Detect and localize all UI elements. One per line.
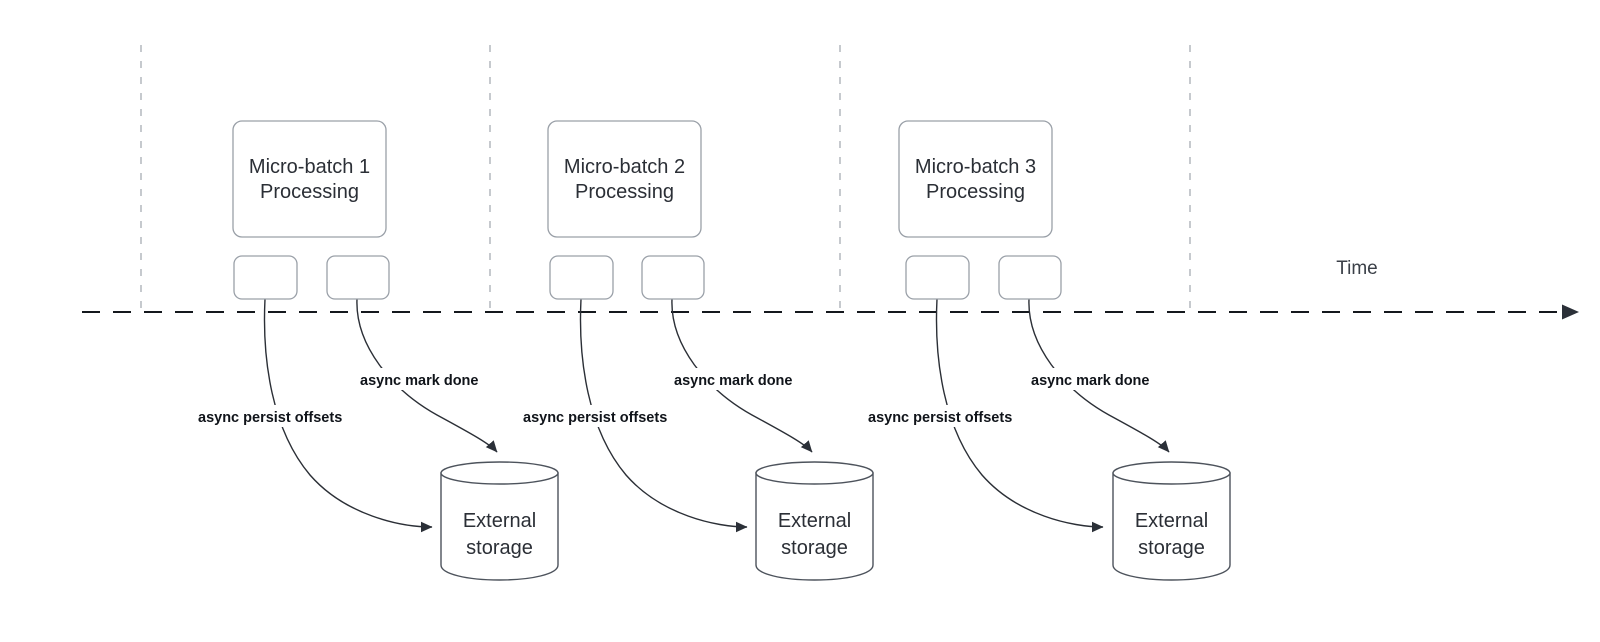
batch-3-processing-title-line1: Micro-batch 3 [915, 156, 1036, 178]
batch-2-persist-curve [579, 298, 748, 533]
batch-1-processing-title-line2: Processing [260, 181, 359, 203]
batch-3-mark-done-label-group: async mark done [1029, 368, 1173, 390]
batch-2-storage-body[interactable] [755, 472, 874, 581]
batch-1-mark-done-rect[interactable] [326, 255, 390, 300]
batch-3-mark-done-label-bg [1029, 368, 1173, 390]
batch-1-mark-done-label-bg [358, 368, 502, 390]
batch-3-external-storage[interactable]: External storage [1112, 461, 1231, 581]
batch-2-mark-done-marker[interactable] [641, 255, 705, 300]
batch-1-storage-label-line1: External [463, 510, 536, 532]
batch-2-persist-marker[interactable] [549, 255, 614, 300]
batch-2-mark-done-label-group: async mark done [672, 368, 816, 390]
batch-3-persist-curve [935, 298, 1104, 533]
batch-1-persist-label: async persist offsets [198, 410, 342, 426]
batch-3-processing-node[interactable]: Micro-batch 3 Processing [898, 120, 1053, 238]
batch-3-storage-label-line1: External [1135, 510, 1208, 532]
batch-1-persist-curve [263, 298, 433, 533]
batch-3-storage-label-line2: storage [1138, 537, 1205, 559]
batch-3-mark-done-curve [1028, 298, 1170, 453]
batch-1-mark-done-marker[interactable] [326, 255, 390, 300]
batch-2-mark-done-curve [671, 298, 813, 453]
timeline-time-label: Time [1336, 258, 1378, 279]
batch-3-storage-body[interactable] [1112, 472, 1231, 581]
timeline-axis: Time [82, 258, 1579, 320]
batch-2-persist-label: async persist offsets [523, 410, 667, 426]
batch-3-storage-top [1112, 461, 1231, 485]
batch-3-mark-done-rect[interactable] [998, 255, 1062, 300]
batch-2-processing-title-line1: Micro-batch 2 [564, 156, 685, 178]
batch-2-persist-rect[interactable] [549, 255, 614, 300]
arrow-right-icon [1562, 304, 1579, 320]
batch-2-persist-label-bg [521, 405, 699, 427]
batch-3-processing-title-line2: Processing [926, 181, 1025, 203]
batch-2-persist-label-group: async persist offsets [521, 405, 699, 427]
batch-2-storage-top [755, 461, 874, 485]
batch-1-processing-title-line1: Micro-batch 1 [249, 156, 370, 178]
batch-3-persist-marker[interactable] [905, 255, 970, 300]
batch-1-persist-marker[interactable] [233, 255, 298, 300]
batch-2-mark-done-label: async mark done [674, 373, 792, 389]
batch-2-storage-label-line2: storage [781, 537, 848, 559]
batch-1-storage-label-line2: storage [466, 537, 533, 559]
timeline-tick-lines [140, 45, 1191, 312]
batch-3-persist-label-bg [866, 405, 1044, 427]
batch-1-storage-top [440, 461, 559, 485]
batch-3-persist-label-group: async persist offsets [866, 405, 1044, 427]
batch-2-storage-label-line1: External [778, 510, 851, 532]
batch-1-mark-done-label-group: async mark done [358, 368, 502, 390]
batch-1-persist-rect[interactable] [233, 255, 298, 300]
batch-2-mark-done-rect[interactable] [641, 255, 705, 300]
batch-1-storage-body[interactable] [440, 472, 559, 581]
batch-1-mark-done-label: async mark done [360, 373, 478, 389]
batch-3-mark-done-marker[interactable] [998, 255, 1062, 300]
batch-2-processing-rect[interactable] [547, 120, 702, 238]
batch-3-persist-rect[interactable] [905, 255, 970, 300]
batch-2-processing-node[interactable]: Micro-batch 2 Processing [547, 120, 702, 238]
batch-1-persist-label-group: async persist offsets [196, 405, 374, 427]
batch-group-2: Micro-batch 2 Processing async mark done… [521, 120, 874, 581]
batch-1-mark-done-curve [356, 298, 498, 453]
batch-3-persist-label: async persist offsets [868, 410, 1012, 426]
batch-2-external-storage[interactable]: External storage [755, 461, 874, 581]
batch-group-3: Micro-batch 3 Processing async mark done… [866, 120, 1231, 581]
batch-3-processing-rect[interactable] [898, 120, 1053, 238]
batch-3-mark-done-label: async mark done [1031, 373, 1149, 389]
batch-1-processing-node[interactable]: Micro-batch 1 Processing [232, 120, 387, 238]
batch-1-processing-rect[interactable] [232, 120, 387, 238]
batch-1-persist-label-bg [196, 405, 374, 427]
batch-1-external-storage[interactable]: External storage [440, 461, 559, 581]
batch-2-mark-done-label-bg [672, 368, 816, 390]
batch-2-processing-title-line2: Processing [575, 181, 674, 203]
batch-group-1: Micro-batch 1 Processing async mark done… [196, 120, 559, 581]
